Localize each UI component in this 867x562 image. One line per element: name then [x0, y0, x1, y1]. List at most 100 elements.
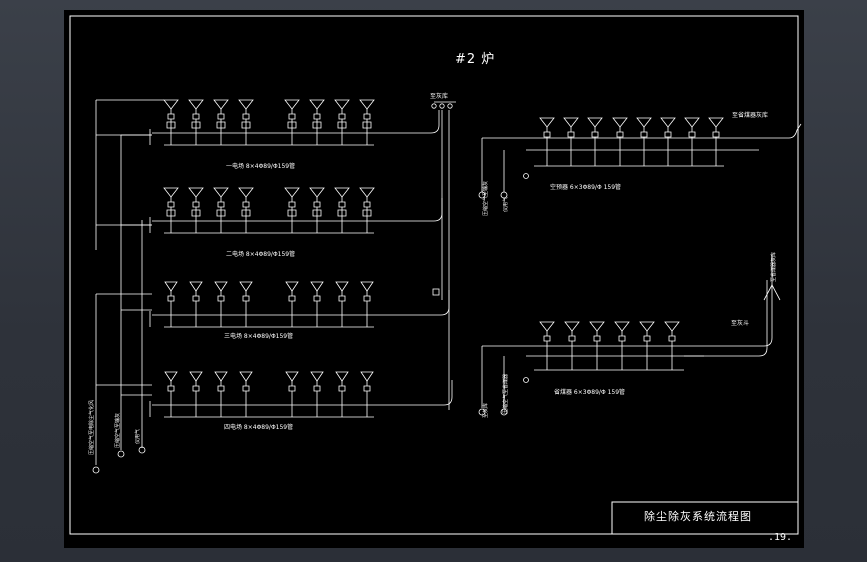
pump-valve — [242, 201, 250, 208]
page-number: .19. — [768, 532, 793, 543]
pump-valve — [363, 201, 371, 208]
ash-hopper — [614, 321, 630, 332]
ash-hopper — [589, 321, 605, 332]
label-air-preheater: 空预器 6×3Φ89/Φ 159管 — [550, 184, 622, 191]
pump-valve — [591, 131, 599, 138]
silo-port — [431, 103, 437, 109]
ash-hopper — [612, 117, 628, 128]
terminal-2 — [138, 446, 146, 454]
economizer-term-a — [478, 408, 486, 416]
pump-valve — [568, 335, 576, 342]
schematic-canvas — [69, 15, 802, 535]
ash-hopper — [309, 99, 325, 110]
ash-hopper — [310, 371, 324, 382]
valve-box — [362, 121, 372, 129]
vlabel-r3: 至灰库 — [483, 402, 489, 418]
ash-hopper — [238, 187, 254, 198]
ash-hopper — [563, 117, 579, 128]
ash-hopper — [359, 187, 375, 198]
valve-box — [166, 209, 176, 217]
economizer-riser-2 — [763, 255, 773, 347]
ash-hopper — [239, 281, 253, 292]
pump-valve — [567, 131, 575, 138]
terminal-0 — [92, 466, 100, 474]
ash-hopper — [639, 321, 655, 332]
pump-valve — [618, 335, 626, 342]
ash-hopper — [310, 281, 324, 292]
outer-border — [69, 15, 799, 535]
drawing-sheet: #2 炉 除尘除灰系统流程图 .19. 一电场 8×4Φ89/Φ159管 二电场… — [64, 10, 804, 548]
title-block-frame — [611, 501, 799, 535]
silo-port — [447, 103, 453, 109]
terminal-1 — [117, 450, 125, 458]
pump-valve — [288, 201, 296, 208]
pump-valve — [668, 335, 676, 342]
label-field-1: 一电场 8×4Φ89/Φ159管 — [226, 163, 296, 170]
vlabel-r4: 压缩空气至省煤器 — [503, 373, 509, 414]
silo-box — [432, 288, 440, 296]
ash-hopper — [188, 99, 204, 110]
pump-valve — [616, 131, 624, 138]
pump-valve — [338, 295, 346, 302]
pump-valve — [192, 113, 200, 120]
pump-valve — [363, 295, 371, 302]
ash-hopper — [359, 99, 375, 110]
ash-hopper — [636, 117, 652, 128]
valve-box — [312, 209, 322, 217]
pump-valve — [640, 131, 648, 138]
pump-valve — [313, 113, 321, 120]
valve-box — [337, 209, 347, 217]
pump-valve — [242, 113, 250, 120]
pump-valve — [288, 295, 296, 302]
pump-valve — [338, 385, 346, 392]
pump-valve — [217, 201, 225, 208]
riser-pipe — [374, 380, 453, 406]
pump-valve — [167, 113, 175, 120]
valve-box — [362, 209, 372, 217]
pump-valve — [313, 201, 321, 208]
economizer-terminal — [523, 377, 529, 383]
valve-box — [216, 121, 226, 129]
pump-valve — [543, 131, 551, 138]
ash-hopper — [164, 371, 178, 382]
valve-box — [241, 121, 251, 129]
preheater-outlet — [759, 123, 802, 139]
label-field-2: 二电场 8×4Φ89/Φ159管 — [226, 251, 296, 258]
label-field-4: 四电场 8×4Φ89/Φ159管 — [224, 424, 294, 431]
ash-hopper — [539, 321, 555, 332]
silo-port — [439, 103, 445, 109]
pump-valve — [167, 385, 175, 392]
ash-hopper — [284, 99, 300, 110]
ash-hopper — [284, 187, 300, 198]
valve-box — [287, 121, 297, 129]
valve-box — [337, 121, 347, 129]
valve-box — [216, 209, 226, 217]
ash-hopper — [334, 99, 350, 110]
valve-box — [287, 209, 297, 217]
ash-hopper — [285, 371, 299, 382]
ash-hopper — [360, 281, 374, 292]
pump-valve — [313, 385, 321, 392]
pump-valve — [167, 201, 175, 208]
ash-hopper — [334, 187, 350, 198]
ash-hopper — [660, 117, 676, 128]
ash-hopper — [708, 117, 724, 128]
ash-hopper — [189, 371, 203, 382]
ash-hopper — [335, 281, 349, 292]
preheater-term-a — [478, 191, 486, 199]
ash-hopper — [164, 281, 178, 292]
preheater-term-b — [500, 191, 508, 199]
pump-valve — [664, 131, 672, 138]
ash-hopper — [335, 371, 349, 382]
pump-valve — [217, 113, 225, 120]
vlabel-1: 压缩空气至电除尘气化风 — [89, 399, 95, 455]
valve-box — [191, 121, 201, 129]
ash-hopper — [213, 99, 229, 110]
ash-hopper — [285, 281, 299, 292]
ash-hopper — [163, 187, 179, 198]
ash-hopper — [664, 321, 680, 332]
economizer-riser — [684, 280, 768, 357]
riser-pipe — [374, 290, 450, 316]
valve-box — [166, 121, 176, 129]
label-to-hopper: 至灰斗 — [731, 320, 750, 327]
